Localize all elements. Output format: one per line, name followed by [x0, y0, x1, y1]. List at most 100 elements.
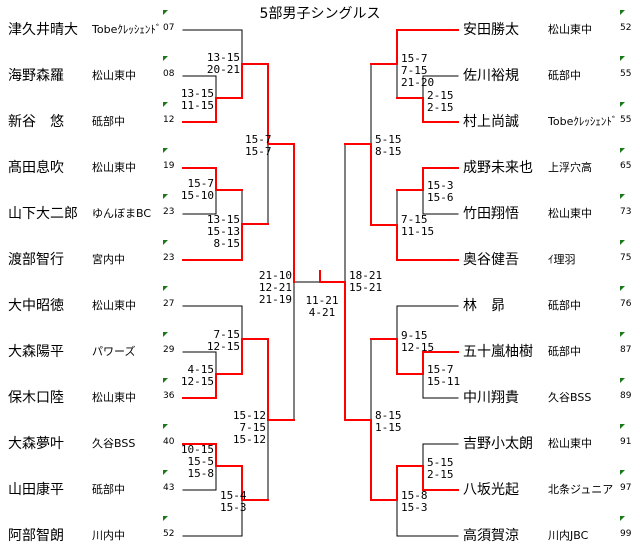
- player-club: 久谷BSS: [92, 437, 136, 450]
- player-seed: 73: [620, 207, 632, 217]
- player-club: ｲ理羽: [548, 253, 576, 266]
- player-seed: 08: [163, 69, 175, 79]
- player-club: 久谷BSS: [548, 391, 592, 404]
- player-name: 奥谷健吾: [463, 252, 519, 268]
- player-name: 津久井晴大: [8, 22, 78, 38]
- player-name: 大森陽平: [8, 344, 64, 360]
- flag-icon: [163, 148, 168, 153]
- score: 15-12 7-15 15-12: [232, 409, 266, 446]
- score: 15-3 15-6: [427, 179, 454, 204]
- player-seed: 76: [620, 299, 632, 309]
- player-club: 松山東中: [92, 391, 136, 404]
- player-name: 佐川裕規: [463, 68, 519, 84]
- player-name: 新谷 悠: [8, 114, 64, 130]
- player-club: 川内JBC: [548, 529, 589, 542]
- final-score: 11-21 4-21: [305, 294, 339, 319]
- player-name: 竹田翔悟: [463, 206, 519, 222]
- player-name: 山下大二郎: [8, 206, 78, 222]
- player-seed: 43: [163, 483, 175, 493]
- score: 21-10 12-21 21-19: [258, 269, 292, 306]
- player-seed: 29: [163, 345, 175, 355]
- player-seed: 19: [163, 161, 175, 171]
- flag-icon: [163, 470, 168, 475]
- player-name: 林 昴: [463, 298, 505, 314]
- flag-icon: [620, 10, 625, 15]
- player-seed: 36: [163, 391, 175, 401]
- player-seed: 89: [620, 391, 632, 401]
- player-name: 阿部智朗: [8, 528, 64, 544]
- player-seed: 27: [163, 299, 175, 309]
- flag-icon: [163, 424, 168, 429]
- flag-icon: [620, 240, 625, 245]
- player-club: 松山東中: [92, 299, 136, 312]
- player-club: 松山東中: [548, 437, 592, 450]
- player-club: 松山東中: [92, 69, 136, 82]
- player-seed: 75: [620, 253, 632, 263]
- player-seed: 07: [163, 23, 175, 33]
- player-seed: 23: [163, 207, 175, 217]
- score: 13-15 11-15: [180, 87, 214, 112]
- player-club: Tobeｸﾚｯｼｪﾝﾄﾞ: [92, 23, 162, 36]
- player-club: パワーズ: [92, 345, 136, 358]
- flag-icon: [163, 516, 168, 521]
- player-club: 宮内中: [92, 253, 125, 266]
- player-name: 成野未来也: [463, 160, 533, 176]
- player-seed: 40: [163, 437, 175, 447]
- player-club: 砥部中: [92, 483, 125, 496]
- player-seed: 87: [620, 345, 632, 355]
- player-name: 大森夢叶: [8, 436, 64, 452]
- flag-icon: [620, 470, 625, 475]
- player-club: 松山東中: [548, 23, 592, 36]
- flag-icon: [620, 424, 625, 429]
- score: 15-7 15-10: [180, 177, 214, 202]
- player-name: 海野森羅: [8, 68, 64, 84]
- flag-icon: [620, 56, 625, 61]
- flag-icon: [620, 148, 625, 153]
- score: 18-21 15-21: [349, 269, 383, 294]
- player-name: 八坂光起: [463, 482, 519, 498]
- score: 7-15 12-15: [206, 328, 240, 353]
- score: 5-15 2-15: [427, 456, 454, 481]
- player-seed: 99: [620, 529, 632, 539]
- player-name: 保木口陸: [8, 390, 64, 406]
- player-club: 北条ジュニア: [548, 483, 614, 496]
- player-name: 村上尚誠: [463, 114, 519, 130]
- score: 13-15 15-13 8-15: [206, 213, 240, 250]
- score: 5-15 8-15: [375, 133, 402, 158]
- player-name: 髙田息吹: [8, 160, 64, 176]
- flag-icon: [163, 102, 168, 107]
- player-seed: 97: [620, 483, 632, 493]
- player-seed: 55: [620, 69, 632, 79]
- flag-icon: [620, 286, 625, 291]
- flag-icon: [620, 102, 625, 107]
- page-title: 5部男子シングルス: [259, 6, 381, 22]
- score: 10-15 15-5 15-8: [180, 443, 214, 480]
- player-name: 吉野小太朗: [463, 436, 533, 452]
- flag-icon: [163, 56, 168, 61]
- player-club: 松山東中: [92, 161, 136, 174]
- player-club: 砥部中: [92, 115, 125, 128]
- flag-icon: [620, 194, 625, 199]
- player-name: 高須賀涼: [463, 528, 519, 544]
- player-club: 砥部中: [548, 345, 581, 358]
- player-seed: 23: [163, 253, 175, 263]
- player-seed: 52: [163, 529, 175, 539]
- score: 13-15 20-21: [206, 51, 240, 76]
- player-club: 砥部中: [548, 299, 581, 312]
- flag-icon: [620, 378, 625, 383]
- player-seed: 52: [620, 23, 632, 33]
- player-club: ゆんぼまBC: [92, 207, 152, 220]
- score: 9-15 12-15: [401, 329, 435, 354]
- flag-icon: [163, 378, 168, 383]
- player-club: 川内中: [92, 529, 125, 542]
- player-name: 中川翔貴: [463, 390, 519, 406]
- score: 2-15 2-15: [427, 89, 454, 114]
- flag-icon: [163, 194, 168, 199]
- score: 15-8 15-3: [401, 489, 428, 514]
- player-seed: 65: [620, 161, 632, 171]
- player-club: Tobeｸﾚｯｼｪﾝﾄﾞ: [548, 115, 618, 128]
- score: 15-4 15-3: [220, 489, 247, 514]
- player-club: 上浮穴高: [548, 161, 592, 174]
